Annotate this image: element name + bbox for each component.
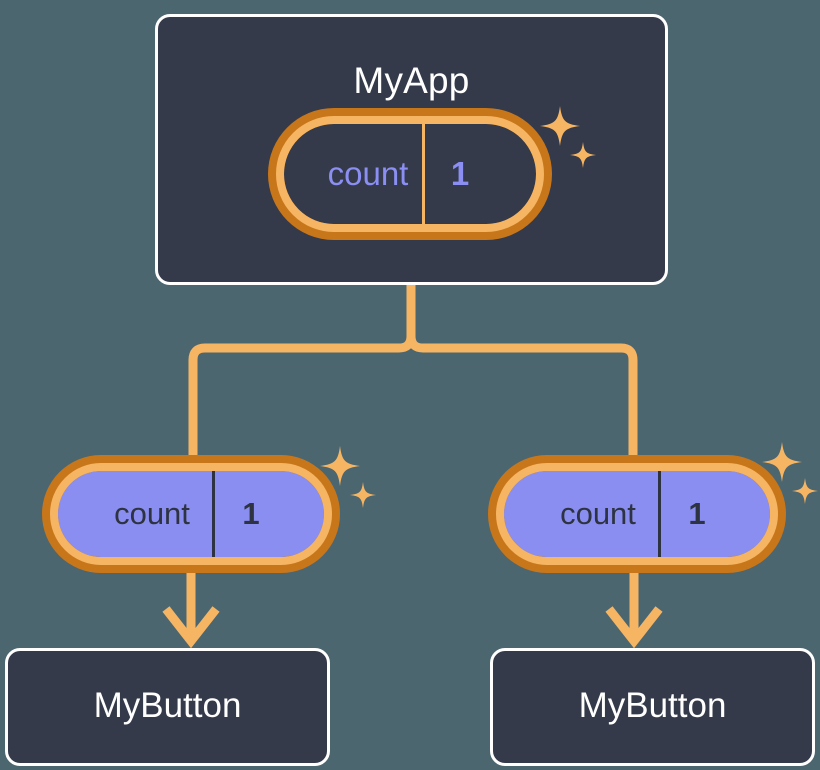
component-card-mybutton-left[interactable]: MyButton <box>5 648 330 766</box>
state-value-label: 1 <box>422 124 495 224</box>
state-key-label: count <box>327 155 409 192</box>
state-value-label: 1 <box>658 471 733 557</box>
state-pill-right[interactable]: count 1 <box>488 455 786 573</box>
component-title-mybutton: MyButton <box>578 686 727 725</box>
state-pill-body: count 1 <box>284 124 536 224</box>
state-pill-myapp[interactable]: count 1 <box>268 108 552 240</box>
state-pill-body: count 1 <box>58 471 324 557</box>
state-pill-ring: count 1 <box>276 116 544 232</box>
arrow-down-icon-right <box>605 606 663 649</box>
state-key-label: count <box>560 496 636 531</box>
page-title: MyApp <box>353 60 470 101</box>
state-pill-ring: count 1 <box>496 463 778 565</box>
state-pill-left[interactable]: count 1 <box>42 455 340 573</box>
sparkle-four-point-small-icon <box>792 478 818 504</box>
state-pill-body: count 1 <box>504 471 770 557</box>
state-pill-ring: count 1 <box>50 463 332 565</box>
component-title-mybutton: MyButton <box>93 686 242 725</box>
sparkle-four-point-small-icon <box>350 482 376 508</box>
connector-trunk-and-split <box>188 283 416 455</box>
state-value-label: 1 <box>212 471 287 557</box>
state-key-label: count <box>114 496 190 531</box>
component-card-mybutton-right[interactable]: MyButton <box>490 648 815 766</box>
connector-split-right <box>406 335 638 455</box>
arrow-down-icon-left <box>162 606 220 649</box>
